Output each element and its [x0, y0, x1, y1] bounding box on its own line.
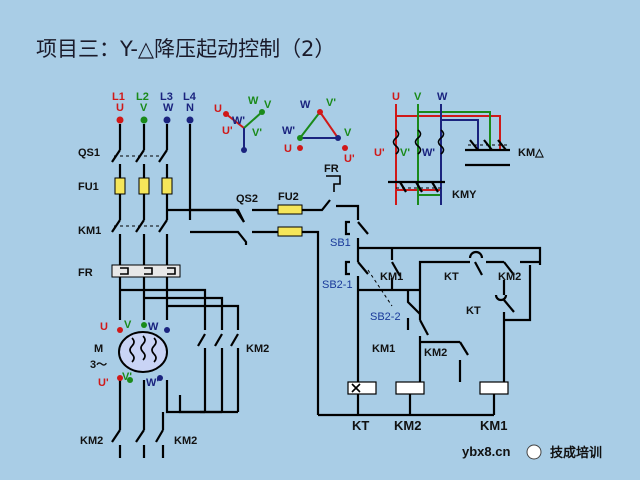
km1-nc-label: KM1 — [372, 343, 395, 355]
km2-bottom-left-label: KM2 — [80, 435, 103, 447]
winding-u2-label: U' — [374, 147, 385, 159]
sb2-1-label: SB2-1 — [322, 279, 353, 291]
coil-kt — [347, 381, 377, 395]
motor-v-label: V — [124, 319, 132, 331]
terminal-dot-n — [186, 116, 194, 124]
fu1-fuse-3 — [161, 177, 173, 195]
fu1-fuse-2 — [138, 177, 150, 195]
motor: M 3～ U V W U' V' W' — [90, 319, 170, 389]
delta-u2-label: U' — [344, 153, 355, 165]
motor-w2-label: W' — [146, 377, 159, 389]
coil-km1-label: KM1 — [480, 418, 507, 433]
star-u2-label: U' — [222, 125, 233, 137]
km1-contact-label: KM1 — [380, 271, 403, 283]
star-u-label: U — [214, 103, 222, 115]
phase-l2-terminal: V — [140, 102, 148, 114]
page-title: 项目三：Y-△降压起动控制（2） — [36, 37, 335, 61]
sb2-2-label: SB2-2 — [370, 311, 401, 323]
winding-v2-label: V' — [400, 147, 410, 159]
km2-bottom-right-label: KM2 — [174, 435, 197, 447]
terminal-dot-u — [116, 116, 124, 124]
delta-v2-label: V' — [326, 97, 336, 109]
star-v2-label: V' — [252, 127, 262, 139]
star-v-label: V — [264, 99, 272, 111]
winding-diagram: U V W U' V' W' KM△ KMY — [374, 91, 544, 205]
star-w-label: W — [248, 95, 259, 107]
kt-contact-label: KT — [444, 271, 459, 283]
km-star-label: KMY — [452, 189, 477, 201]
qs2-label: QS2 — [236, 193, 258, 205]
wechat-icon — [526, 444, 542, 460]
watermark: ybx8.cn 技成培训 — [462, 444, 602, 461]
phase-l4-terminal: N — [186, 102, 194, 114]
coil-km2-label: KM2 — [394, 418, 421, 433]
main-circuit — [111, 124, 245, 458]
delta-w-label: W — [300, 99, 311, 111]
terminal-dot-v — [140, 116, 148, 124]
km2-contact-label: KM2 — [498, 271, 521, 283]
delta-w2-label: W' — [282, 125, 295, 137]
delta-v-label: V — [344, 127, 352, 139]
phase-l3-label: L3 — [160, 91, 173, 103]
phase-headers: L1 U L2 V L3 W L4 N — [112, 91, 197, 124]
fu2-fuse-1 — [277, 204, 303, 215]
phase-l4-label: L4 — [183, 91, 197, 103]
qs1-label: QS1 — [78, 147, 100, 159]
fu1-fuse-1 — [114, 177, 126, 195]
km2-right-label: KM2 — [246, 343, 269, 355]
fu1-label: FU1 — [78, 181, 99, 193]
winding-w2-label: W' — [422, 147, 435, 159]
phase-l1-terminal: U — [116, 102, 124, 114]
winding-v-label: V — [414, 91, 422, 103]
watermark-site: ybx8.cn — [462, 444, 510, 459]
fr-main-label: FR — [78, 267, 93, 279]
coil-km2 — [395, 381, 425, 395]
fu2-fuse-2 — [277, 226, 303, 237]
fr-relay-block — [111, 264, 181, 278]
motor-v2-label: V' — [122, 371, 132, 383]
sb1-label: SB1 — [330, 237, 351, 249]
delta-u-label: U — [284, 143, 292, 155]
star-diagram: U W V U' V' W' — [214, 95, 272, 153]
kt-nc-label: KT — [466, 305, 481, 317]
motor-u2-label: U' — [98, 377, 109, 389]
phase-l3-terminal: W — [163, 102, 174, 114]
terminal-dot-w — [163, 116, 171, 124]
fu2-label: FU2 — [278, 191, 299, 203]
star-w2-label: W' — [232, 115, 245, 127]
watermark-label: 技成培训 — [550, 445, 602, 461]
fr-control-label: FR — [324, 163, 339, 175]
motor-u-label: U — [100, 321, 108, 333]
motor-name: M — [94, 343, 103, 355]
motor-w-label: W — [148, 321, 159, 333]
winding-w-label: W — [437, 91, 448, 103]
control-circuit — [167, 175, 542, 417]
phase-l1-label: L1 — [112, 91, 125, 103]
km2-nc-label: KM2 — [424, 347, 447, 359]
winding-u-label: U — [392, 91, 400, 103]
km1-main-label: KM1 — [78, 225, 101, 237]
delta-diagram: W V' W' V U U' — [282, 97, 355, 165]
phase-l2-label: L2 — [136, 91, 149, 103]
km-delta-label: KM△ — [518, 147, 544, 159]
motor-phase: 3～ — [90, 359, 107, 371]
coil-kt-label: KT — [352, 418, 369, 433]
coil-km1 — [479, 381, 509, 395]
